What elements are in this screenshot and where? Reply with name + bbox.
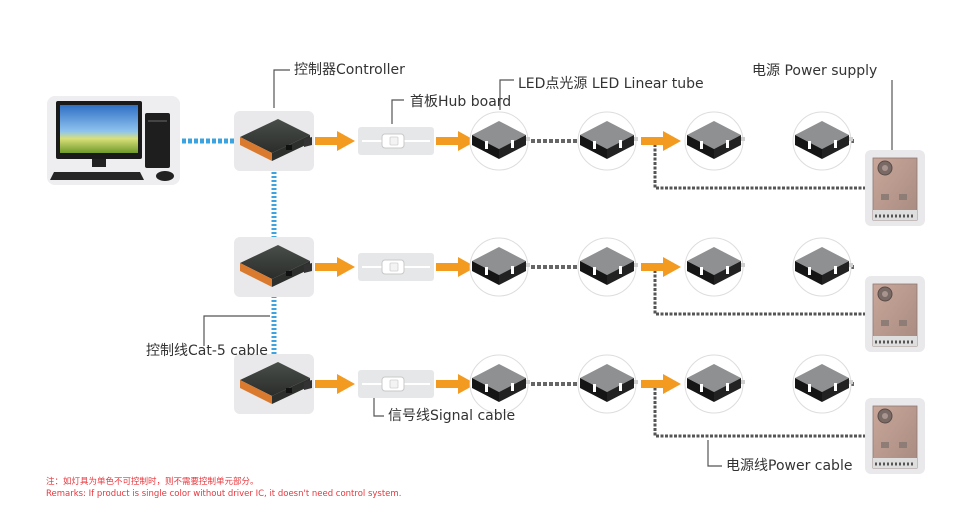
- hub-board-1: [357, 126, 435, 156]
- power-supply-2: [863, 274, 927, 354]
- flow-arrow: [315, 131, 355, 151]
- label-signal-cable: 信号线Signal cable: [388, 408, 516, 424]
- computer: [47, 96, 180, 185]
- controller-3: [234, 354, 314, 414]
- power-cable: [653, 384, 866, 438]
- led-module: [684, 237, 746, 297]
- led-module: [792, 237, 854, 297]
- power-cable: [653, 141, 866, 190]
- power-supply-3: [863, 396, 927, 476]
- led-module: [684, 354, 746, 414]
- label-power-cable: 电源线Power cable: [726, 458, 853, 474]
- power-cable: [653, 267, 866, 316]
- hub-board-3: [357, 369, 435, 399]
- flow-arrow: [315, 257, 355, 277]
- led-module: [469, 111, 531, 171]
- leader-lines: [203, 69, 893, 467]
- flow-arrow: [641, 374, 681, 394]
- note-english: Remarks: If product is single color with…: [46, 489, 402, 499]
- led-module: [792, 111, 854, 171]
- controller-1: [234, 111, 314, 171]
- label-led-linear-tube: LED点光源 LED Linear tube: [518, 76, 704, 92]
- led-module: [469, 237, 531, 297]
- hub-board-2: [357, 252, 435, 282]
- label-cat5-cable: 控制线Cat-5 cable: [146, 343, 268, 359]
- flow-arrow: [315, 374, 355, 394]
- label-hub-board: 首板Hub board: [410, 94, 512, 110]
- led-module: [577, 237, 639, 297]
- label-controller: 控制器Controller: [294, 62, 405, 78]
- power-supply-1: [863, 148, 927, 228]
- flow-arrow: [641, 131, 681, 151]
- flow-arrow: [641, 257, 681, 277]
- controller-2: [234, 237, 314, 297]
- led-module: [577, 354, 639, 414]
- label-power-supply: 电源 Power supply: [752, 63, 878, 79]
- led-module: [684, 111, 746, 171]
- led-module: [469, 354, 531, 414]
- note-chinese: 注：如灯具为单色不可控制时，则不需要控制单元部分。: [46, 477, 259, 487]
- led-module: [577, 111, 639, 171]
- led-module: [792, 354, 854, 414]
